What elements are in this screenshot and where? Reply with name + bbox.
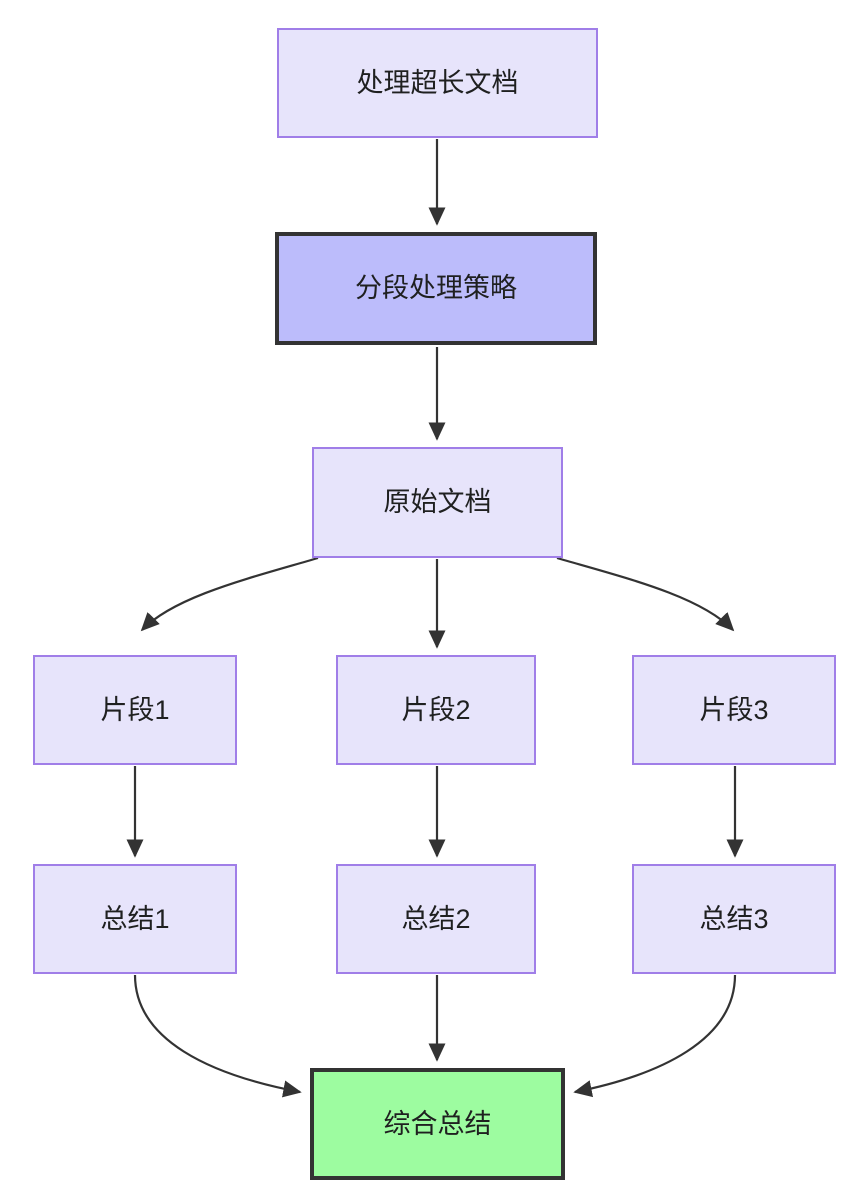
node-summary-2[interactable]: 总结2 <box>336 864 536 974</box>
edge-summary-1-to-final <box>133 974 302 1098</box>
node-summary-3[interactable]: 总结3 <box>632 864 836 974</box>
node-label: 片段1 <box>100 694 170 725</box>
node-label: 总结3 <box>699 903 769 934</box>
node-label: 总结1 <box>100 903 170 934</box>
node-label: 综合总结 <box>383 1108 492 1139</box>
node-long-document[interactable]: 处理超长文档 <box>277 28 598 138</box>
node-label: 片段3 <box>699 694 769 725</box>
node-segment-2[interactable]: 片段2 <box>336 655 536 765</box>
node-final-summary[interactable]: 综合总结 <box>310 1068 565 1180</box>
node-source-document[interactable]: 原始文档 <box>312 447 563 558</box>
node-label: 处理超长文档 <box>356 67 519 98</box>
node-label: 片段2 <box>401 694 471 725</box>
node-segment-1[interactable]: 片段1 <box>33 655 237 765</box>
node-segment-3[interactable]: 片段3 <box>632 655 836 765</box>
edge-source-doc-to-segment-3 <box>556 556 735 632</box>
node-label: 原始文档 <box>383 487 492 518</box>
node-summary-1[interactable]: 总结1 <box>33 864 237 974</box>
edge-summary-3-to-final <box>573 974 737 1098</box>
node-label: 总结2 <box>401 903 471 934</box>
node-chunking-strategy[interactable]: 分段处理策略 <box>275 232 597 345</box>
edge-source-doc-to-segment-1 <box>140 556 319 632</box>
node-label: 分段处理策略 <box>355 273 517 304</box>
